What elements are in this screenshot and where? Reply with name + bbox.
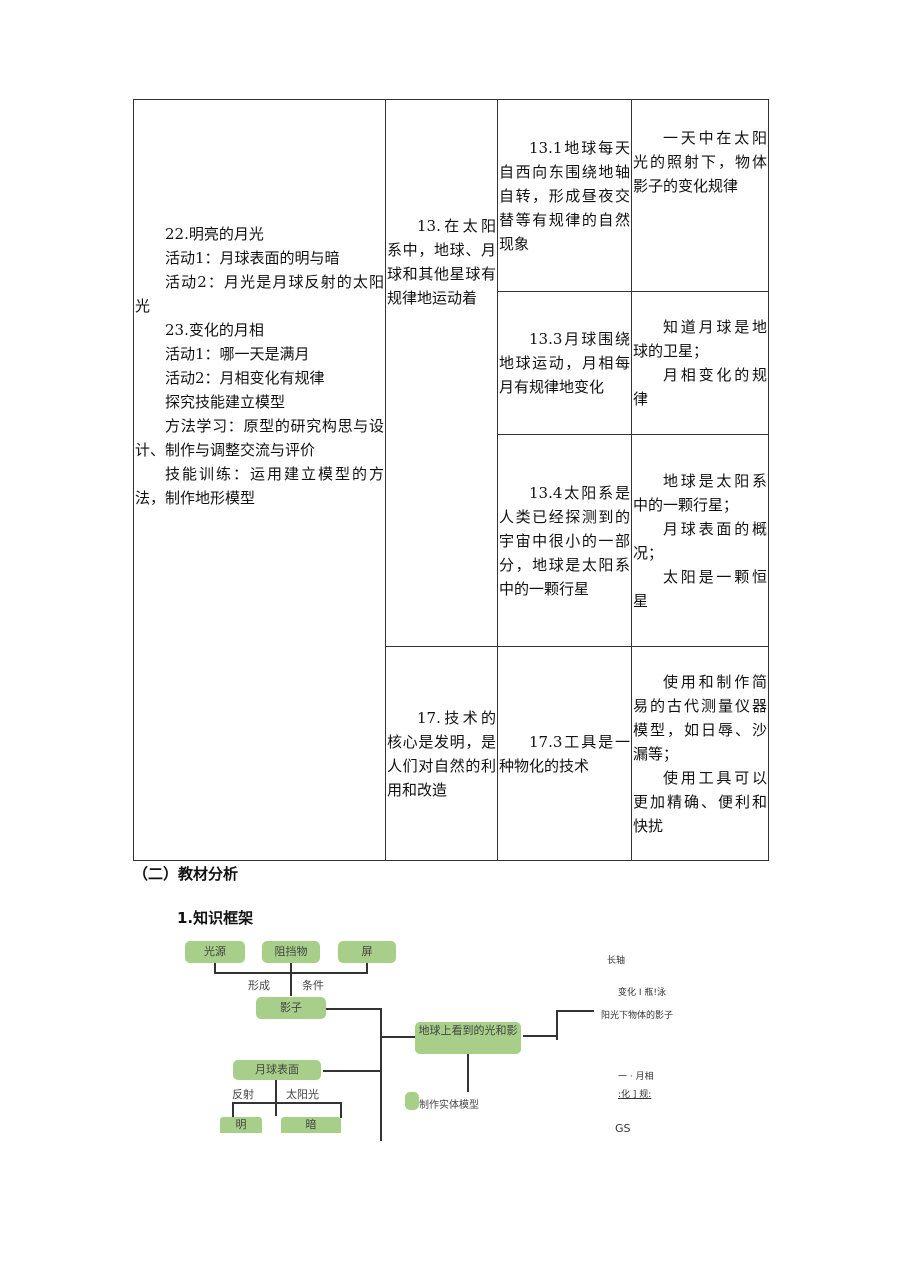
text: 22.明亮的月光 bbox=[165, 225, 264, 243]
requirement-cell: 知道月球是地球的卫星； 月相变化的规律 bbox=[631, 291, 769, 435]
text: 23.变化的月相 bbox=[165, 321, 264, 339]
text: 13.1地球每天自西向东围绕地轴自转，形成昼夜交替等有规律的自然现象 bbox=[499, 138, 630, 253]
concept-cell: 13.在太阳系中，地球、月球和其他星球有规律地运动着 bbox=[385, 99, 498, 647]
box-moon-surface: 月球表面 bbox=[233, 1060, 321, 1080]
text: 活动2：月相变化有规律 bbox=[165, 369, 325, 387]
text: 知道月球是地球的卫星； bbox=[633, 318, 767, 360]
lesson-content-cell: 22.明亮的月光 活动1：月球表面的明与暗 活动2：月光是月球反射的太阳光 23… bbox=[133, 99, 386, 861]
text: 活动1：哪一天是满月 bbox=[165, 345, 310, 363]
text: 17.技术的核心是发明，是人们对自然的利用和改造 bbox=[387, 708, 496, 799]
sub-heading: 1.知识框架 bbox=[177, 909, 254, 927]
right-text: 一 · 月相 bbox=[618, 1072, 654, 1082]
label-condition: 条件 bbox=[302, 979, 324, 992]
text: 13.3月球围绕地球运动，月相每月有规律地变化 bbox=[499, 330, 630, 396]
text: 13.在太阳系中，地球、月球和其他星球有规律地运动着 bbox=[387, 217, 496, 307]
requirement-cell: 地球是太阳系中的一颗行星； 月球表面的概况； 太阳是一颗恒星 bbox=[631, 434, 769, 647]
right-text: :化 ] 规: bbox=[618, 1090, 652, 1100]
text: 地球是太阳系中的一颗行星； bbox=[633, 471, 767, 514]
text: 方法学习：原型的研究构思与设计、制作与调整交流与评价 bbox=[135, 417, 384, 459]
text: 月相变化的规律 bbox=[633, 366, 767, 408]
box-shadow: 影子 bbox=[256, 997, 326, 1019]
label-reflect: 反射 bbox=[232, 1088, 254, 1101]
right-text: GS bbox=[615, 1122, 631, 1135]
curriculum-table: 22.明亮的月光 活动1：月球表面的明与暗 活动2：月光是月球反射的太阳光 23… bbox=[133, 99, 769, 861]
text: 月球表面的概况； bbox=[633, 519, 767, 562]
concept-cell: 17.技术的核心是发明，是人们对自然的利用和改造 bbox=[385, 646, 498, 861]
text: 活动2：月光是月球反射的太阳光 bbox=[135, 273, 384, 315]
label-make-model: 制作实体模型 bbox=[419, 1100, 479, 1111]
label-form: 形成 bbox=[248, 979, 270, 992]
right-text: 阳光下物体的影子 bbox=[601, 1011, 674, 1021]
goal-cell: 13.1地球每天自西向东围绕地轴自转，形成昼夜交替等有规律的自然现象 bbox=[497, 99, 632, 292]
text: 使用和制作简易的古代测量仪器模型，如日辱、沙漏等； bbox=[633, 672, 767, 763]
text: 太阳是一颗恒星 bbox=[633, 567, 767, 610]
box-light-and-shadow: 地球上看到的光和影 bbox=[415, 1022, 521, 1054]
box-light-source: 光源 bbox=[185, 941, 245, 963]
text: 一天中在太阳光的照射下，物体影子的变化规律 bbox=[633, 129, 767, 195]
right-text: 长轴 bbox=[607, 956, 626, 966]
goal-cell: 17.3工具是一种物化的技术 bbox=[497, 646, 632, 861]
goal-cell: 13.4太阳系是人类已经探测到的宇宙中很小的一部分，地球是太阳系中的一颗行星 bbox=[497, 434, 632, 647]
text: 活动1：月球表面的明与暗 bbox=[165, 249, 340, 267]
box-dark: 暗 bbox=[281, 1117, 341, 1133]
box-screen: 屏 bbox=[338, 941, 396, 963]
requirement-cell: 使用和制作简易的古代测量仪器模型，如日辱、沙漏等；使用工具可以更加精确、便利和快… bbox=[631, 646, 769, 861]
text: 技能训练：运用建立模型的方法，制作地形模型 bbox=[135, 465, 384, 507]
text: 探究技能建立模型 bbox=[165, 393, 286, 411]
requirement-cell: 一天中在太阳光的照射下，物体影子的变化规律 bbox=[631, 99, 769, 292]
box-obstacle: 阻挡物 bbox=[262, 941, 320, 963]
box-bright: 明 bbox=[220, 1117, 262, 1133]
right-text: 变化 I 瓶!泳 bbox=[618, 988, 666, 998]
goal-cell: 13.3月球围绕地球运动，月相每月有规律地变化 bbox=[497, 291, 632, 435]
section-heading: （二）教材分析 bbox=[133, 865, 239, 883]
text: 使用工具可以更加精确、便利和快扰 bbox=[633, 768, 767, 835]
text: 13.4太阳系是人类已经探测到的宇宙中很小的一部分，地球是太阳系中的一颗行星 bbox=[499, 483, 630, 598]
label-sunlight: 太阳光 bbox=[286, 1088, 319, 1101]
text: 17.3工具是一种物化的技术 bbox=[499, 732, 630, 775]
